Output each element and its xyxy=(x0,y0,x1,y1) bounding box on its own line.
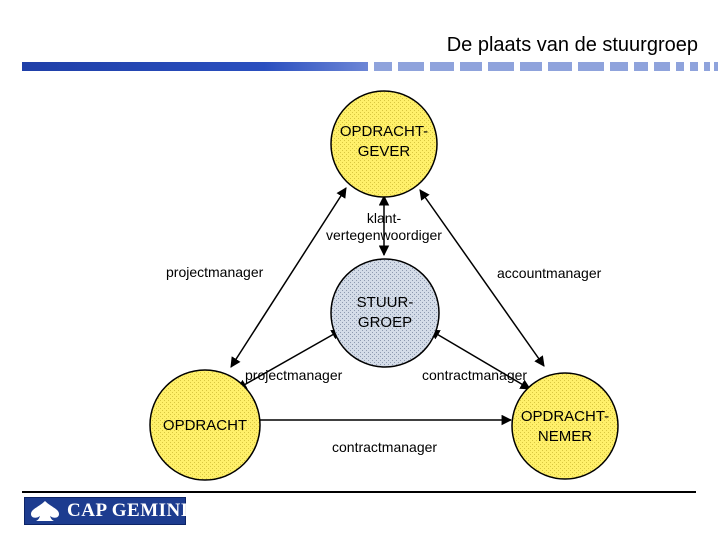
title-bar-segment xyxy=(520,62,542,71)
edge-label-klantvertegenwoordiger: klant- vertegenwoordiger xyxy=(314,210,454,244)
edge-label-line: klant- xyxy=(366,210,402,226)
footer-divider xyxy=(22,491,696,493)
edge-label-contractmanager-right: contractmanager xyxy=(422,367,528,383)
title-bar-segment xyxy=(578,62,604,71)
title-bar-segment xyxy=(634,62,648,71)
title-bar-segment xyxy=(488,62,514,71)
title-bar-segment xyxy=(690,62,698,71)
title-bar-segment xyxy=(676,62,684,71)
edge-label-projectmanager-top: projectmanager xyxy=(166,264,264,280)
node-opdrachtgever xyxy=(330,90,438,198)
edge-label-projectmanager-bottom: projectmanager xyxy=(245,367,343,383)
title-bar-segment xyxy=(654,62,670,71)
title-bar-segment xyxy=(548,62,572,71)
title-bar-segment xyxy=(704,62,710,71)
node-label-opdrachtnemer: OPDRACHT- NEMER xyxy=(505,407,625,447)
node-label-line: STUUR- xyxy=(356,294,414,311)
node-opdrachtnemer xyxy=(511,372,619,480)
title-bar-segment xyxy=(610,62,628,71)
edge-label-contractmanager-bottom: contractmanager xyxy=(332,439,438,455)
page-title: De plaats van de stuurgroep xyxy=(446,34,698,56)
title-bar-segment xyxy=(460,62,482,71)
spade-icon xyxy=(31,501,59,521)
title-bar-segment xyxy=(714,62,718,71)
node-label-line: GROEP xyxy=(357,314,413,331)
title-bar-segment xyxy=(398,62,424,71)
arrow-stuurgroep-opdracht xyxy=(236,329,342,390)
node-opdracht xyxy=(149,369,261,481)
arrow-stuurgroep-opdrachtnemer xyxy=(429,329,531,390)
node-label-opdrachtgever: OPDRACHT- GEVER xyxy=(324,122,444,162)
title-bar-segment xyxy=(374,62,392,71)
title-bar-solid xyxy=(22,62,368,71)
title-bar-segment xyxy=(430,62,454,71)
node-label-line: OPDRACHT- xyxy=(520,408,610,425)
node-label-line: NEMER xyxy=(537,428,593,445)
edge-label-line: vertegenwoordiger xyxy=(326,227,442,243)
node-label-line: GEVER xyxy=(357,143,411,160)
node-stuurgroep xyxy=(330,258,440,368)
node-label-line: OPDRACHT- xyxy=(339,123,429,140)
node-label-line: OPDRACHT xyxy=(162,417,248,434)
node-label-stuurgroep: STUUR- GROEP xyxy=(325,293,445,333)
logo-text: CAP GEMINI xyxy=(67,500,189,521)
edge-label-accountmanager: accountmanager xyxy=(497,265,602,281)
title-underline-bar xyxy=(22,62,718,71)
node-label-opdracht: OPDRACHT xyxy=(145,416,265,436)
cap-gemini-logo: CAP GEMINI xyxy=(24,497,189,525)
